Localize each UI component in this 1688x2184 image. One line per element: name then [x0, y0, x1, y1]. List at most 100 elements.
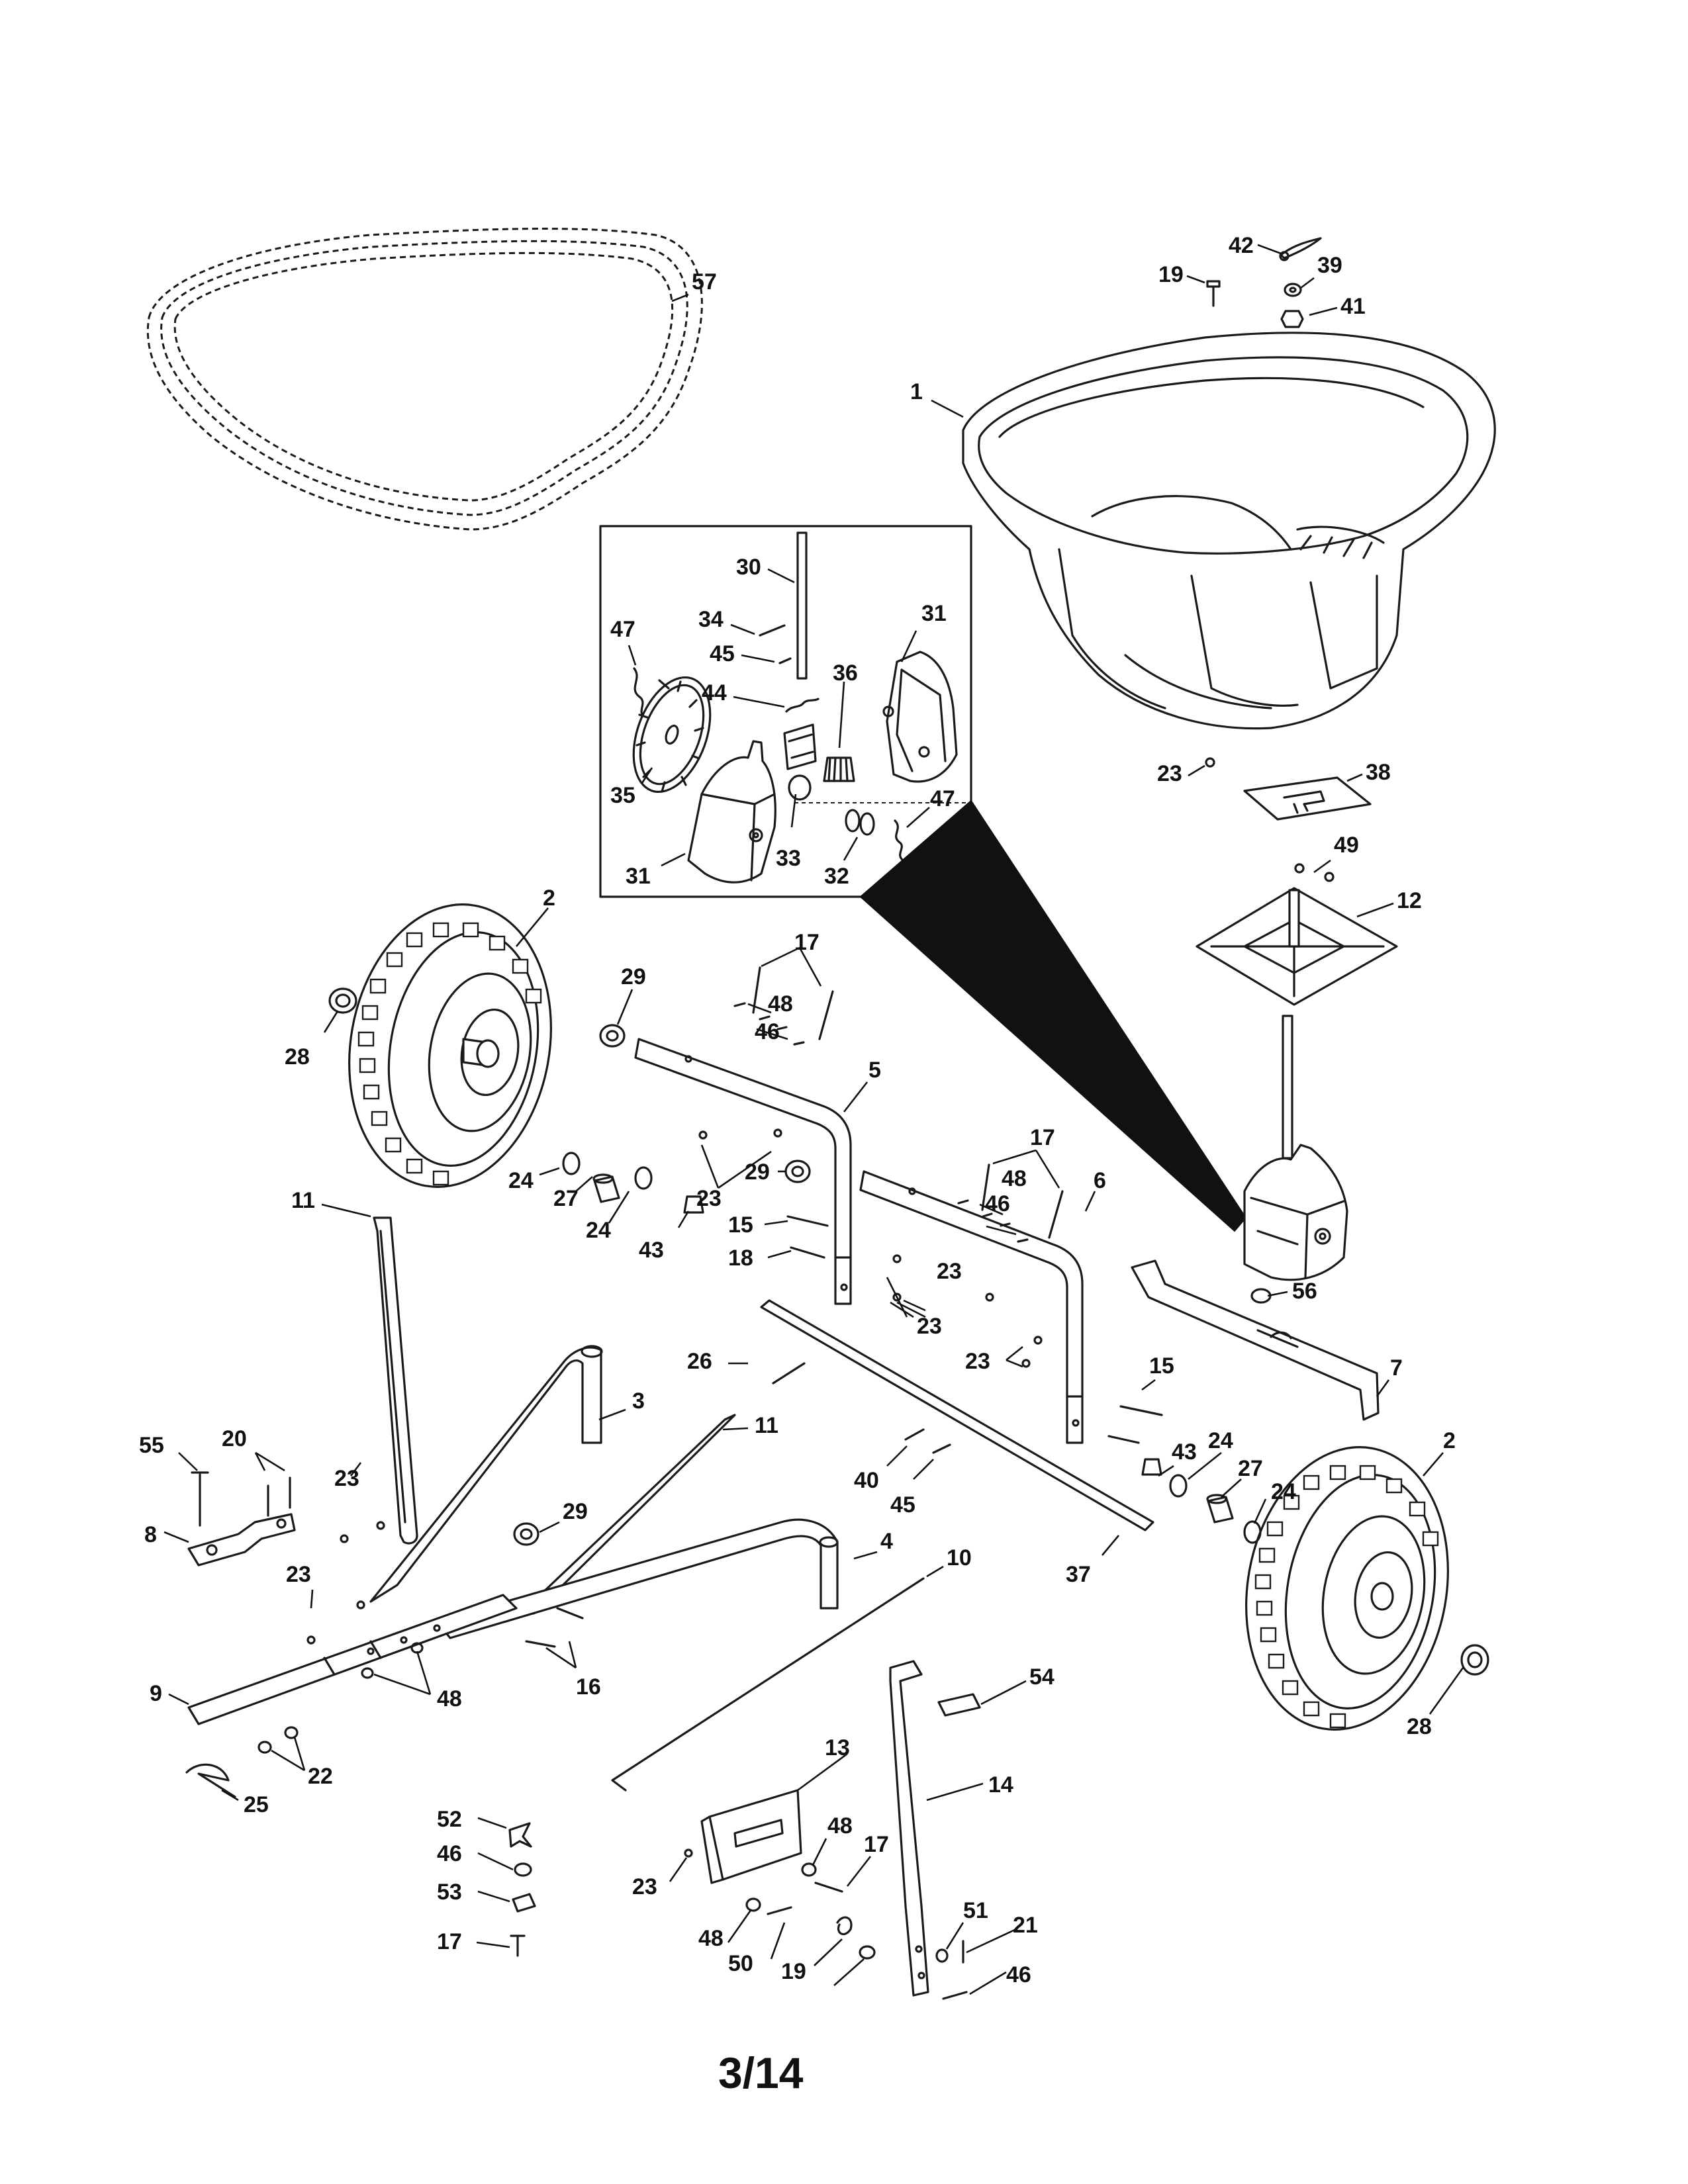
callout-36: 36	[833, 660, 858, 686]
callout-43: 43	[1172, 1439, 1197, 1465]
callout-24: 24	[1271, 1479, 1296, 1504]
part-8-bracket	[187, 1513, 296, 1567]
callout-23: 23	[334, 1466, 359, 1491]
callout-13: 13	[825, 1735, 850, 1760]
callout-30: 30	[736, 555, 761, 580]
part-13-lever-bracket	[700, 1789, 802, 1884]
callout-26: 26	[687, 1349, 712, 1374]
part-39-washer	[1284, 283, 1302, 297]
callout-14: 14	[988, 1772, 1013, 1797]
callout-29: 29	[621, 964, 646, 989]
part-23-nut-frame-d	[356, 1600, 365, 1610]
part-42-hairpin-clip	[1279, 237, 1322, 261]
part-55-bolt	[191, 1471, 209, 1527]
callout-44: 44	[702, 680, 727, 705]
callout-48: 48	[698, 1926, 724, 1951]
part-50-clip	[836, 1916, 853, 1936]
inset-pointer-wedge	[859, 799, 1247, 1232]
part-15-bolt-a	[786, 1215, 829, 1227]
callout-45: 45	[710, 641, 735, 666]
callout-49: 49	[1334, 833, 1359, 858]
part-17-bolt-lever-b	[767, 1906, 792, 1915]
callout-19: 19	[1158, 262, 1184, 287]
part-37-axle-rod	[760, 1299, 1154, 1531]
callout-23: 23	[937, 1259, 962, 1284]
callout-3: 3	[632, 1388, 645, 1414]
callout-17: 17	[794, 930, 820, 955]
callout-35: 35	[610, 783, 635, 808]
part-17-bolts-upper-left	[752, 966, 834, 1040]
part-49-nut-a	[1294, 863, 1305, 874]
part-10-control-rod	[611, 1577, 925, 1792]
part-23-nut-frame-b	[376, 1521, 385, 1530]
callout-12: 12	[1397, 888, 1422, 913]
callout-27: 27	[1238, 1456, 1263, 1481]
part-54-grip	[937, 1693, 981, 1717]
callout-24: 24	[1208, 1428, 1233, 1453]
callout-23: 23	[1157, 761, 1182, 786]
callout-21: 17	[437, 1929, 462, 1954]
part-24-washer-right-b	[1243, 1520, 1262, 1544]
part-22-nut-b	[284, 1726, 299, 1739]
callout-54: 54	[1029, 1664, 1055, 1690]
part-22-nut-a	[258, 1741, 272, 1754]
part-6-handle-right	[859, 1170, 1084, 1444]
part-48-washer-frame-a	[361, 1667, 374, 1679]
callout-19: 46	[1006, 1962, 1031, 1987]
callout-10: 10	[947, 1545, 972, 1570]
callout-1: 1	[910, 379, 923, 404]
callout-24: 24	[508, 1168, 534, 1193]
callout-42: 42	[1229, 233, 1254, 258]
callout-5: 5	[868, 1058, 881, 1083]
part-40-pin	[904, 1428, 925, 1441]
callout-43: 43	[639, 1238, 664, 1263]
part-57-hopper-cover	[146, 228, 703, 531]
part-11-strap-left	[373, 1216, 418, 1545]
callout-48: 48	[768, 991, 793, 1017]
part-5-handle-left	[634, 1038, 852, 1305]
callout-17: 17	[1030, 1125, 1055, 1150]
part-29-bushing-c	[513, 1522, 539, 1546]
part-7-bracket	[1131, 1259, 1380, 1421]
part-45-pin	[932, 1443, 951, 1454]
callout-27: 27	[553, 1186, 579, 1211]
callout-47: 47	[930, 786, 955, 811]
callout-31: 31	[626, 864, 651, 889]
part-49-nut-b	[1324, 872, 1335, 882]
gearbox-detail-inset	[599, 525, 972, 898]
part-53-nut-plate	[512, 1893, 536, 1913]
callout-56: 56	[1292, 1279, 1317, 1304]
part-17-bolt-lever-a	[814, 1882, 843, 1893]
part-23-nuts-handles	[698, 1128, 1043, 1368]
part-33-bracket	[783, 723, 817, 801]
part-52-wing-nut	[508, 1822, 532, 1848]
part-24-washer-left-a	[562, 1152, 581, 1175]
callout-31: 31	[921, 601, 947, 626]
callout-leader-lines	[164, 244, 1464, 1995]
callout-38: 38	[1366, 760, 1391, 785]
callout-9: 9	[150, 1681, 162, 1706]
callout-46: 46	[755, 1019, 780, 1044]
part-48-washer-lever-a	[801, 1862, 817, 1877]
part-3-frame-tube	[369, 1345, 603, 1603]
part-2-wheel-right	[1245, 1446, 1449, 1731]
part-24-washer-right-a	[1169, 1474, 1188, 1498]
callout-50: 19	[781, 1959, 806, 1984]
callout-41: 41	[1340, 294, 1366, 319]
callout-33: 33	[776, 846, 801, 871]
callout-2: 2	[543, 886, 555, 911]
callout-34: 34	[698, 607, 724, 632]
part-20-bolts	[267, 1477, 291, 1517]
part-56-nut	[1250, 1288, 1272, 1304]
callout-15: 15	[1149, 1353, 1174, 1379]
callout-6: 6	[1094, 1168, 1106, 1193]
part-36-pinion-gear	[823, 756, 855, 782]
callout-2: 2	[1443, 1428, 1456, 1453]
part-bolt-right	[1107, 1435, 1140, 1444]
part-18-bolt	[790, 1246, 825, 1259]
part-48-washer-lever-c	[935, 1948, 949, 1963]
part-23-nut-lever	[684, 1848, 693, 1858]
part-21-bolt	[510, 1934, 526, 1957]
callout-16: 16	[576, 1674, 601, 1700]
